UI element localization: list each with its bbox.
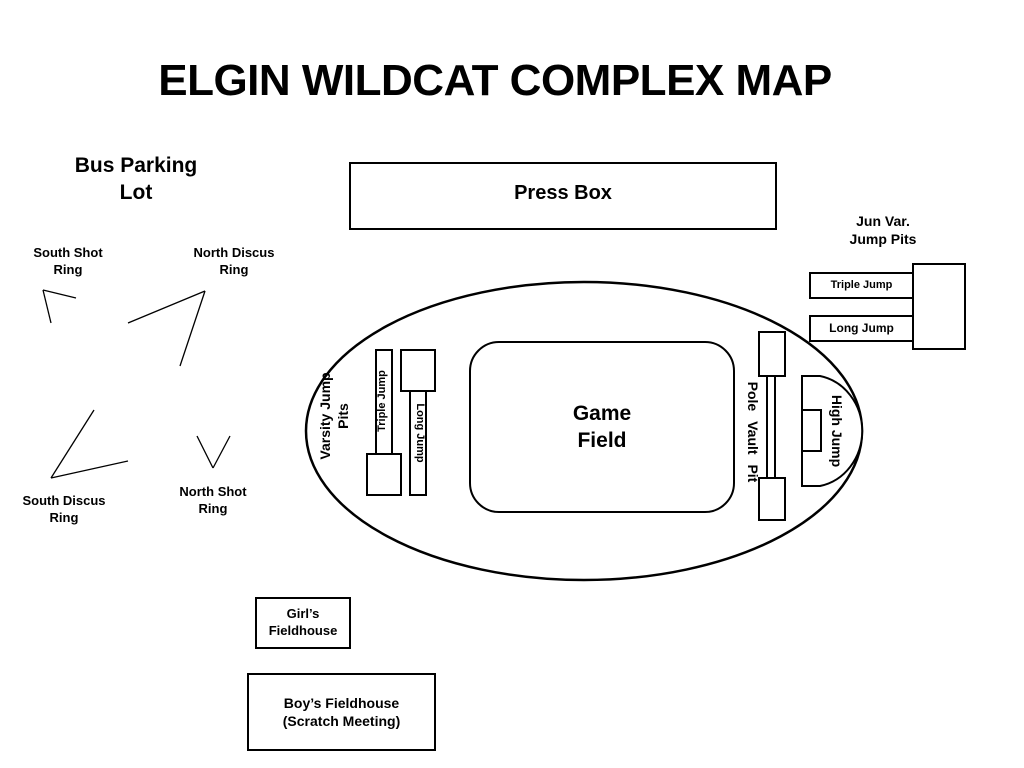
varsity-jump-pits-label: Varsity Jump Pits — [317, 372, 352, 460]
press-box: Press Box — [349, 162, 777, 230]
varsity-triple-jump-pit — [366, 453, 402, 496]
jun-var-long-jump: Long Jump — [809, 315, 914, 342]
jun-var-triple-jump: Triple Jump — [809, 272, 914, 299]
south-discus-ring-label: South Discus Ring — [22, 493, 106, 525]
north-discus-ring-label: North Discus Ring — [193, 245, 275, 277]
jun-var-pit-block — [912, 263, 966, 350]
varsity-triple-jump-label: Triple Jump — [376, 370, 388, 432]
varsity-long-jump-runway — [409, 390, 427, 496]
south-discus-ring-sector — [50, 409, 129, 479]
jun-var-long-jump-label: Long Jump — [829, 320, 894, 335]
pole-vault-bottom-pit — [758, 477, 786, 521]
bus-parking-lot-label: Bus Parking Lot — [74, 154, 198, 205]
press-box-label: Press Box — [514, 182, 612, 204]
game-field: Game Field — [469, 341, 735, 513]
jun-var-jump-pits-label: Jun Var. Jump Pits — [849, 213, 917, 248]
boys-fieldhouse-label: Boy’s Fieldhouse (Scratch Meeting) — [282, 694, 401, 729]
high-jump-area — [801, 375, 864, 487]
south-shot-ring-label: South Shot Ring — [33, 245, 103, 277]
boys-fieldhouse: Boy’s Fieldhouse (Scratch Meeting) — [247, 673, 436, 751]
north-shot-ring-sector — [196, 435, 231, 469]
varsity-long-jump-label: Long Jump — [414, 403, 426, 463]
north-shot-ring-label: North Shot Ring — [179, 484, 247, 516]
girls-fieldhouse: Girl’s Fieldhouse — [255, 597, 351, 649]
pole-vault-pit-label: Pole Vault Pit — [745, 381, 761, 483]
high-jump-mat — [801, 409, 822, 452]
pole-vault-top-pit — [758, 331, 786, 377]
game-field-label: Game Field — [572, 401, 632, 452]
varsity-long-jump-pit — [400, 349, 436, 392]
north-discus-ring-sector — [127, 290, 206, 367]
south-shot-ring-sector — [42, 289, 77, 324]
high-jump-label: High Jump — [829, 394, 845, 468]
girls-fieldhouse-label: Girl’s Fieldhouse — [268, 606, 338, 638]
map-title: ELGIN WILDCAT COMPLEX MAP — [158, 56, 832, 105]
jun-var-triple-jump-label: Triple Jump — [830, 279, 893, 292]
pole-vault-runway — [766, 375, 776, 481]
